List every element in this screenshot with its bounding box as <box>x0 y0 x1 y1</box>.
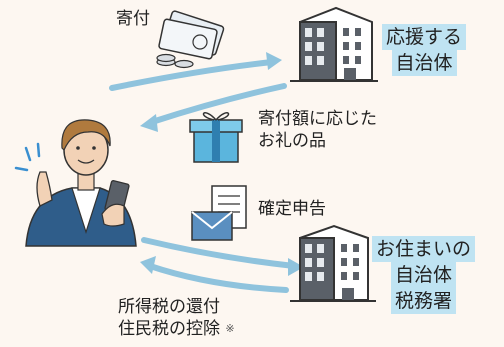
home-municipality-line: 税務署 <box>391 288 457 314</box>
building-icon-home <box>290 224 376 302</box>
envelope-icon <box>191 211 233 241</box>
refund-label-line: 住民税の控除 <box>118 319 220 339</box>
refund-label: 所得税の還付 住民税の控除 ※ <box>118 296 235 340</box>
money-icon <box>156 10 225 69</box>
person-illustration <box>14 119 137 247</box>
donation-label: 寄付 <box>116 9 150 29</box>
tax-return-label: 確定申告 <box>258 199 326 219</box>
arrow-tax-return <box>141 237 304 276</box>
arrow-gift <box>140 83 287 132</box>
home-municipality-box: お住まいの 自治体 税務署 <box>372 236 476 314</box>
supported-municipality-line: 応援する <box>382 24 467 50</box>
gift-box-icon <box>189 112 243 163</box>
building-icon-supported <box>290 6 378 82</box>
supported-municipality-line: 自治体 <box>391 50 457 76</box>
supported-municipality-box: 応援する 自治体 <box>382 24 467 76</box>
arrow-refund <box>140 256 289 293</box>
gift-label-line: 寄付額に応じた <box>258 109 377 129</box>
home-municipality-line: 自治体 <box>391 262 457 288</box>
refund-note-mark: ※ <box>225 322 235 335</box>
gift-label: 寄付額に応じた お礼の品 <box>258 108 377 152</box>
gift-label-line: お礼の品 <box>258 131 326 151</box>
home-municipality-line: お住まいの <box>372 236 476 262</box>
arrow-donation <box>109 52 282 91</box>
refund-label-line: 所得税の還付 <box>118 297 220 317</box>
